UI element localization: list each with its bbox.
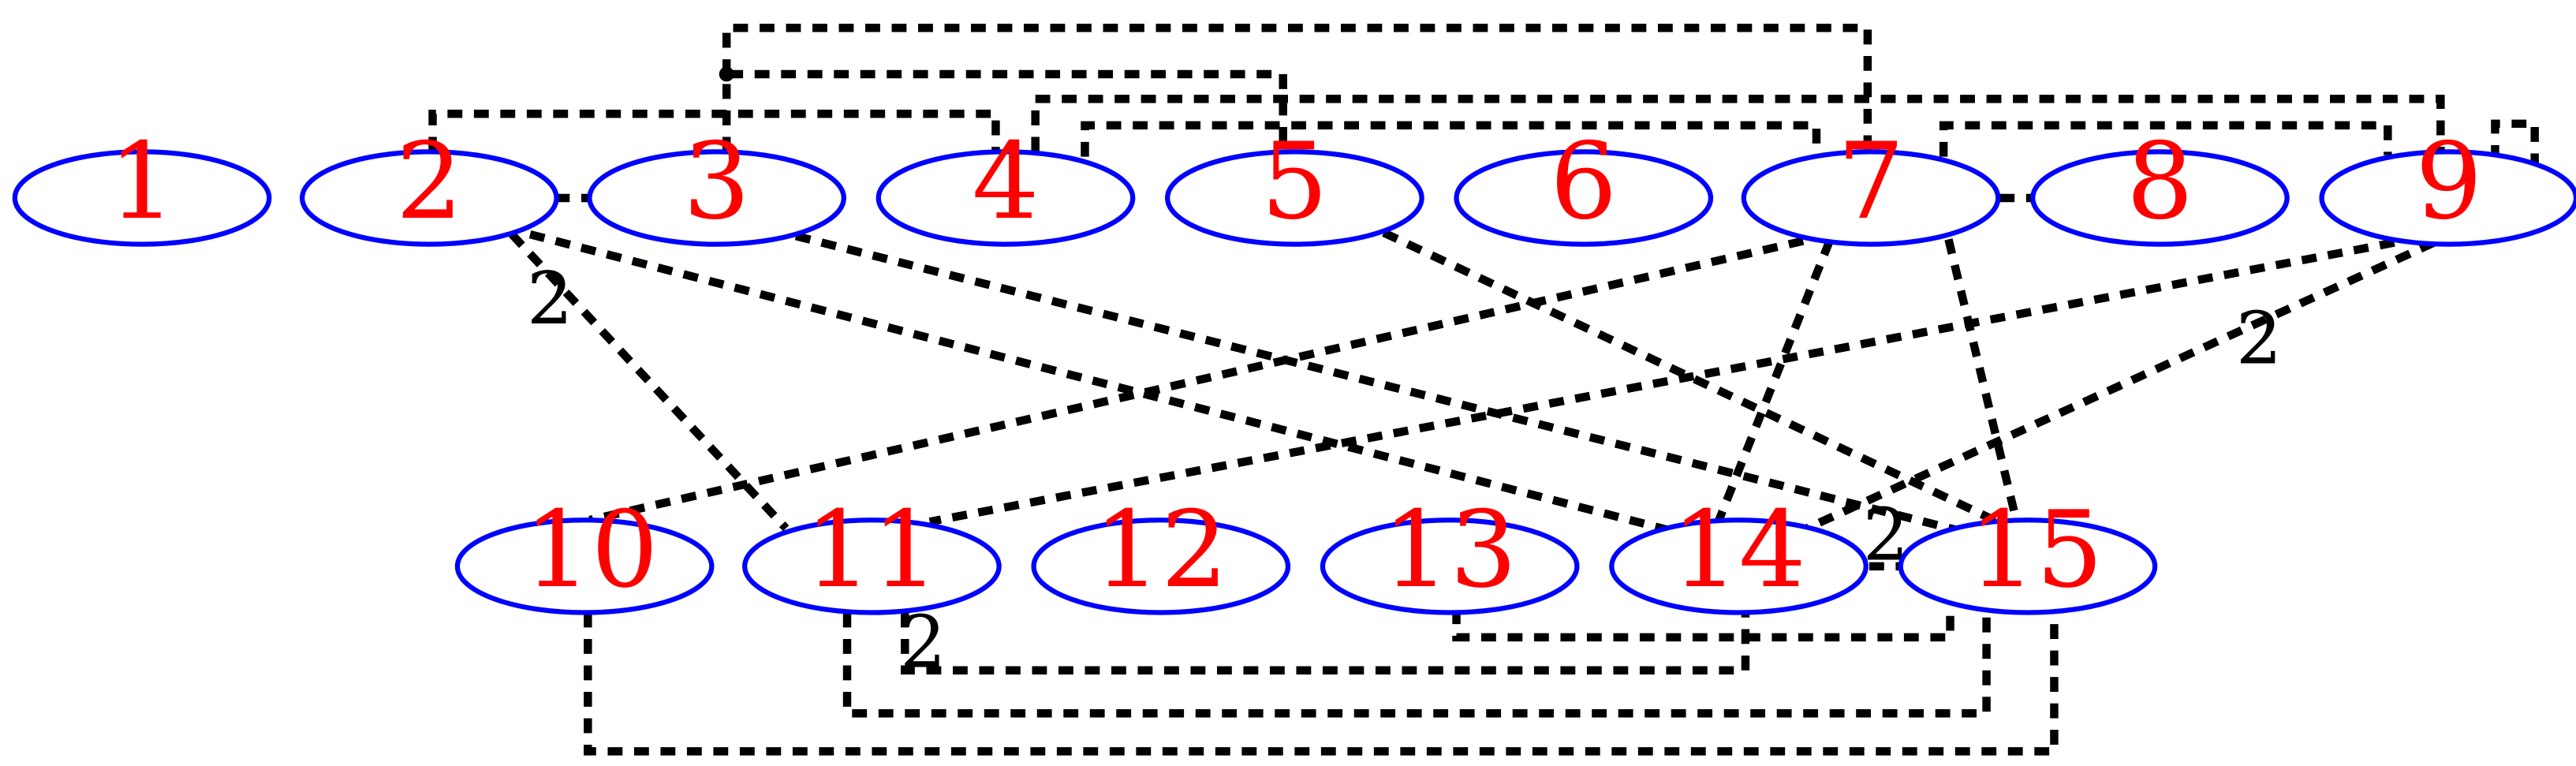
edge-label-2-11: 2 xyxy=(527,256,573,341)
node-7-label: 7 xyxy=(1837,120,1904,243)
edge-3-15 xyxy=(794,232,1958,534)
edge-11-15 xyxy=(842,604,1991,718)
edge-9-14 xyxy=(1801,238,2436,534)
node-15-label: 15 xyxy=(1969,488,2103,611)
edge-label-9-14: 2 xyxy=(2236,296,2283,380)
edge-10-15 xyxy=(584,611,2059,756)
edge-7-15 xyxy=(1944,238,2021,521)
node-2: 2 xyxy=(299,120,559,247)
node-6: 6 xyxy=(1454,120,1714,247)
node-3: 3 xyxy=(587,120,846,247)
node-15: 15 xyxy=(1898,488,2158,615)
node-14: 14 xyxy=(1609,488,1869,615)
node-7: 7 xyxy=(1741,120,2001,247)
node-1: 1 xyxy=(12,120,272,247)
edge-7-14 xyxy=(1715,239,1834,522)
edge-9-9 xyxy=(2491,119,2539,164)
edge-7-9 xyxy=(1939,121,2392,157)
node-4: 4 xyxy=(875,120,1136,247)
node-8: 8 xyxy=(2030,120,2290,247)
edge-13-15 xyxy=(1452,600,1954,642)
node-12-label: 12 xyxy=(1094,488,1228,611)
node-13: 13 xyxy=(1320,488,1580,615)
edge-2-14 xyxy=(528,230,1682,538)
edge-3-7 xyxy=(722,24,1872,152)
edge-11-14 xyxy=(901,612,1750,675)
edges-layer xyxy=(428,24,2539,756)
edge-junction-dot xyxy=(719,66,734,82)
node-10-label: 10 xyxy=(524,488,658,611)
edge-label-11-14: 2 xyxy=(900,600,946,685)
node-9: 9 xyxy=(2319,120,2576,247)
node-3-label: 3 xyxy=(683,120,750,243)
node-8-label: 8 xyxy=(2126,120,2193,243)
nodes-layer: 1 2 3 4 5 6 7 8 9 10 11 12 13 14 15 xyxy=(12,120,2576,615)
node-9-label: 9 xyxy=(2415,120,2482,243)
edge-2-11 xyxy=(509,231,790,532)
node-5-label: 5 xyxy=(1261,120,1328,243)
edge-labels-layer: 2 2 2 2 xyxy=(527,256,2282,684)
node-1-label: 1 xyxy=(108,120,175,243)
node-11: 11 xyxy=(742,488,1002,615)
edge-4-7 xyxy=(1081,121,1821,157)
edge-5-15 xyxy=(1382,229,2007,529)
edge-7-10 xyxy=(588,237,1805,525)
node-2-label: 2 xyxy=(396,120,463,243)
node-4-label: 4 xyxy=(972,120,1039,243)
node-13-label: 13 xyxy=(1383,488,1517,611)
node-14-label: 14 xyxy=(1671,488,1805,611)
edge-4-9 xyxy=(1031,95,2445,152)
node-11-label: 11 xyxy=(805,488,939,611)
node-12: 12 xyxy=(1031,488,1291,615)
node-5: 5 xyxy=(1165,120,1424,247)
node-6-label: 6 xyxy=(1550,120,1617,243)
edge-3-5 xyxy=(722,69,1287,152)
edge-9-11 xyxy=(928,238,2395,526)
edge-2-4 xyxy=(428,110,1000,152)
node-10: 10 xyxy=(454,488,715,615)
